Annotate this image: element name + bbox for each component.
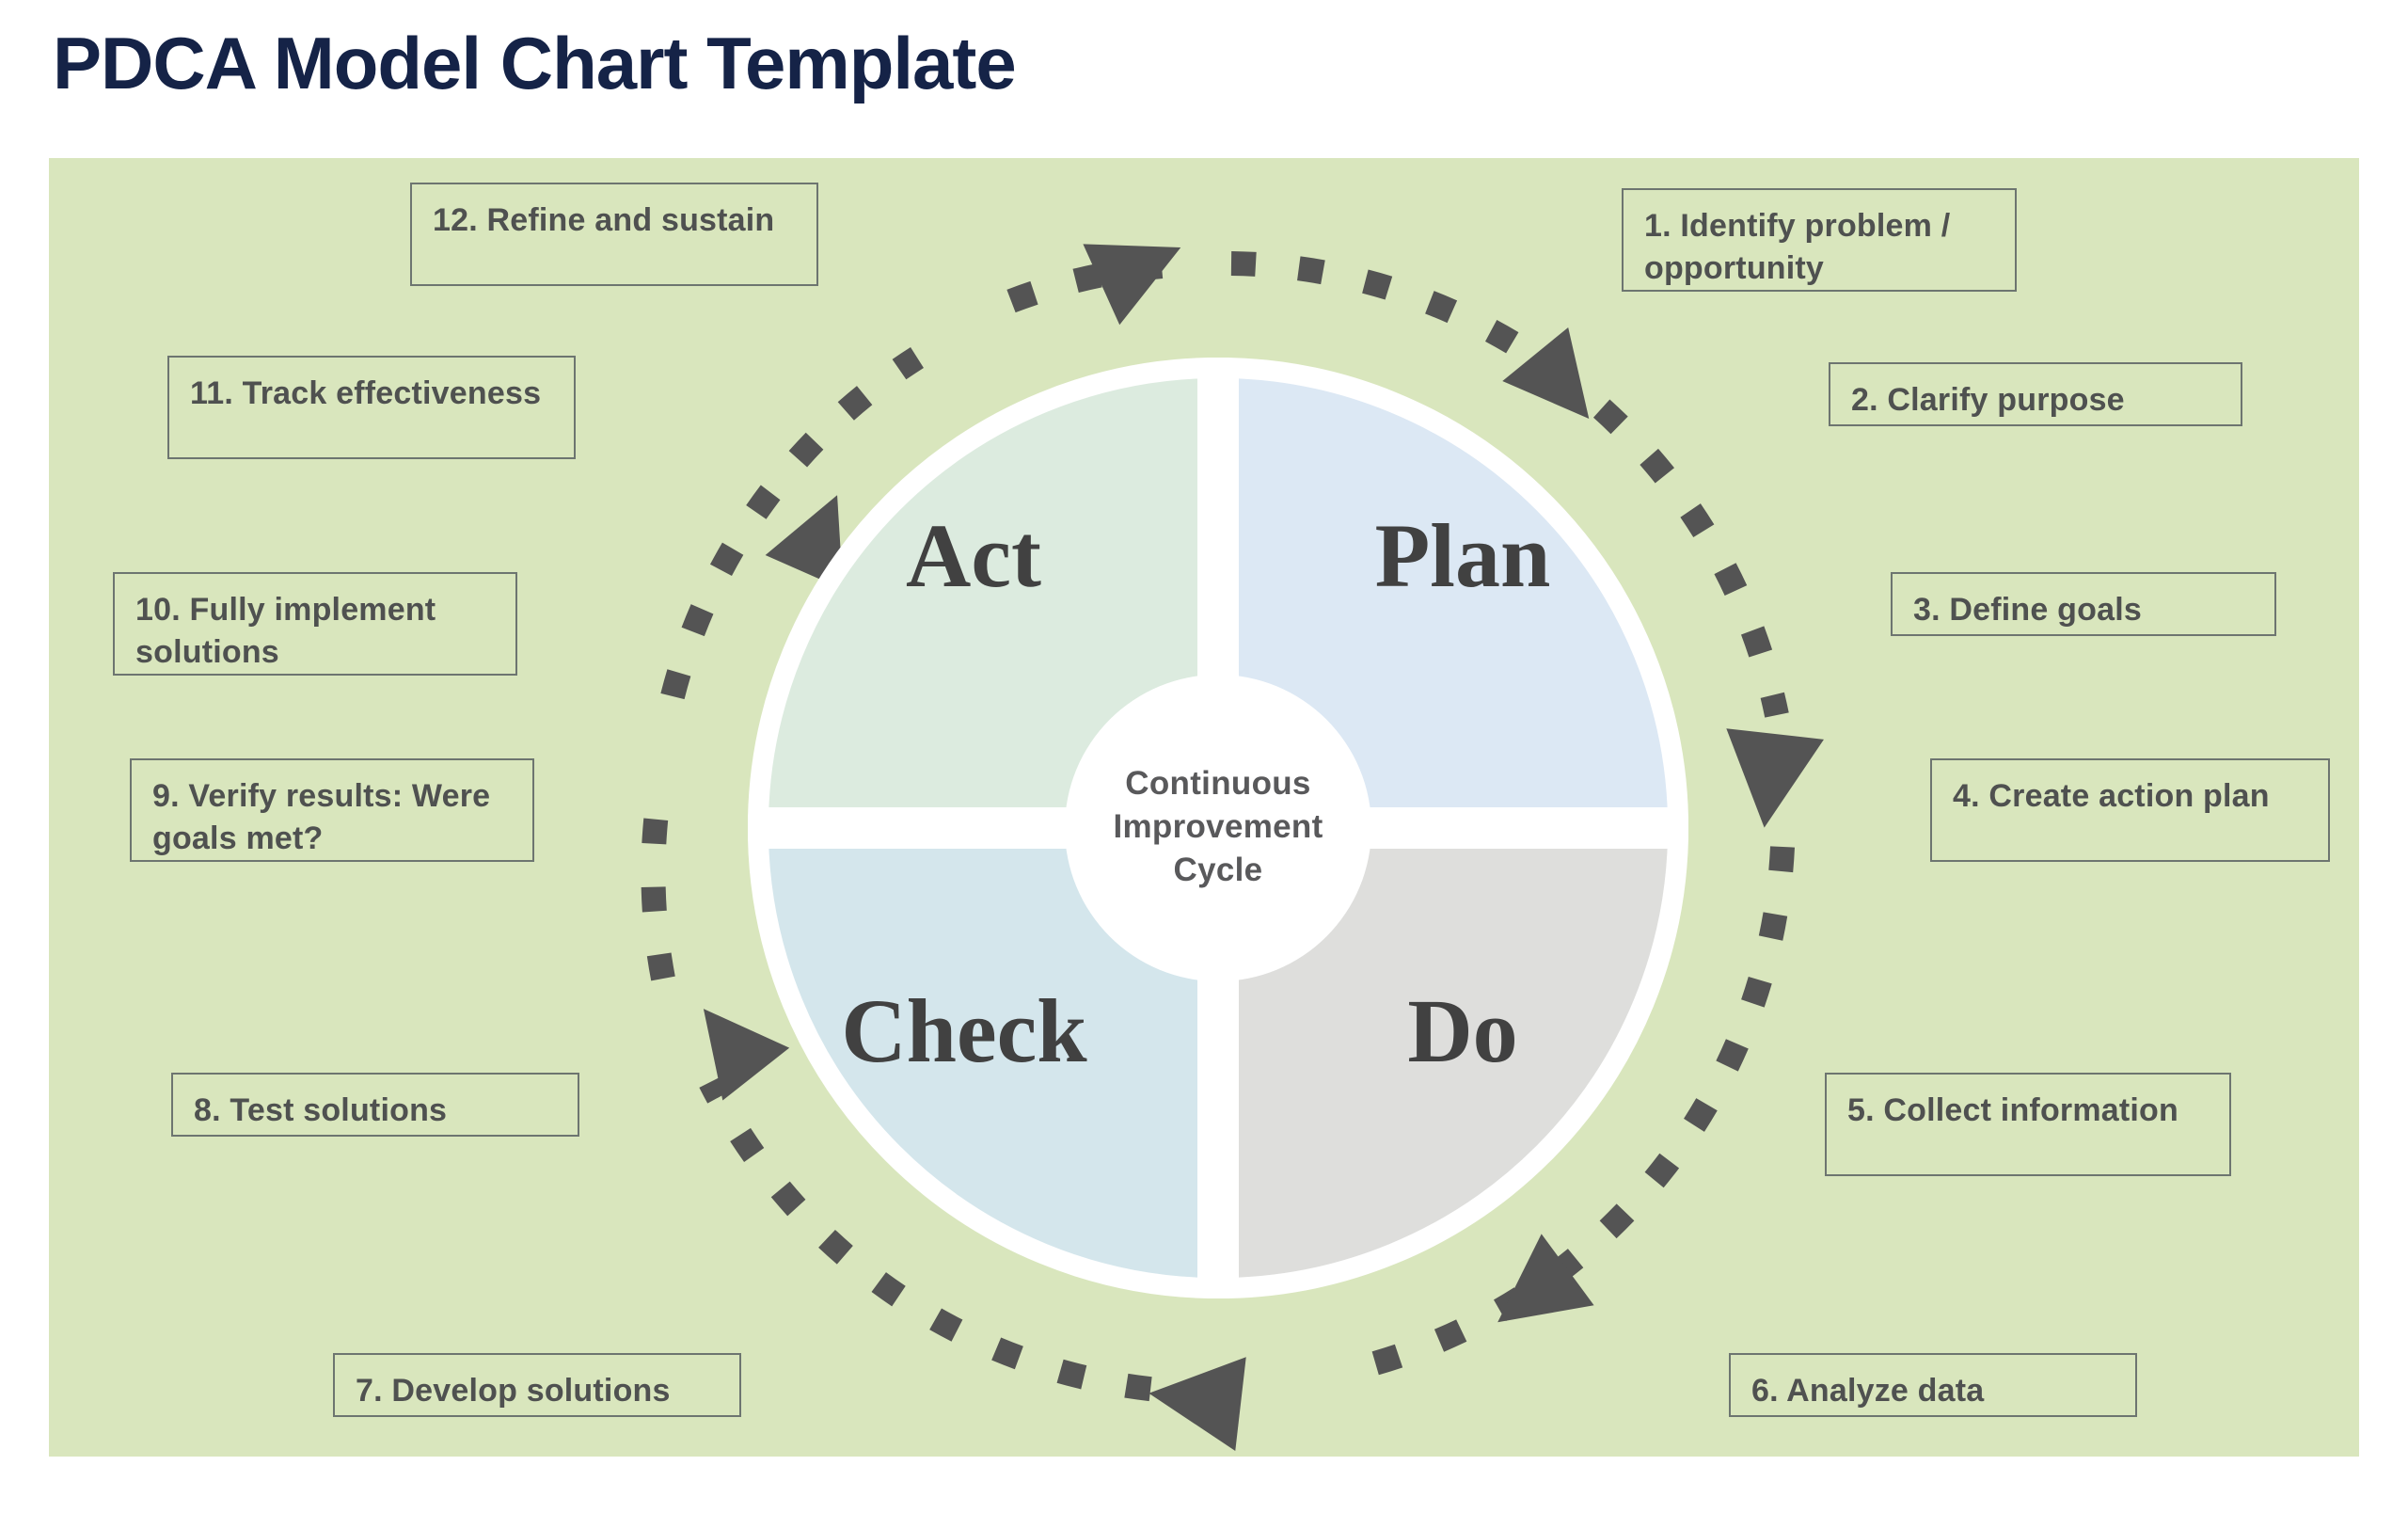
callout-step-9[interactable]: 9. Verify results: Were goals met? <box>130 758 534 862</box>
callout-step-11[interactable]: 11. Track effectiveness <box>167 356 576 459</box>
pdca-cycle-wheel: Act Plan Check Do Continuous Improvement… <box>748 358 1688 1298</box>
cycle-hub-label-line-2: Improvement <box>1113 808 1323 846</box>
cycle-hub <box>1065 675 1371 981</box>
quadrant-check <box>748 828 1218 1298</box>
cycle-arrowhead-1 <box>1502 327 1590 419</box>
page-title: PDCA Model Chart Template <box>53 22 1017 104</box>
callout-step-10[interactable]: 10. Fully implement solutions <box>113 572 517 676</box>
cycle-arrowhead-6 <box>765 495 844 590</box>
quadrant-label-plan: Plan <box>1374 505 1551 606</box>
callout-step-8[interactable]: 8. Test solutions <box>171 1073 579 1137</box>
cycle-arrow-ring <box>522 132 1914 1524</box>
cycle-arrowhead-7 <box>1083 244 1181 326</box>
cycle-hub-label: Continuous Improvement Cycle <box>1077 762 1359 893</box>
callout-step-5[interactable]: 5. Collect information <box>1825 1073 2231 1176</box>
callout-step-4[interactable]: 4. Create action plan <box>1930 758 2330 862</box>
cycle-arrowhead-4 <box>1149 1357 1246 1451</box>
cycle-hub-label-line-1: Continuous <box>1125 765 1311 802</box>
cycle-hub-label-line-3: Cycle <box>1173 852 1263 889</box>
cycle-arrowhead-2 <box>1726 728 1824 828</box>
callout-step-7[interactable]: 7. Develop solutions <box>333 1353 741 1417</box>
quadrant-label-do: Do <box>1407 980 1518 1081</box>
cycle-arrowhead-3 <box>1497 1234 1594 1323</box>
quadrant-act <box>748 358 1218 828</box>
callout-step-3[interactable]: 3. Define goals <box>1891 572 2276 636</box>
callout-step-6[interactable]: 6. Analyze data <box>1729 1353 2137 1417</box>
callout-step-2[interactable]: 2. Clarify purpose <box>1829 362 2242 426</box>
quadrant-plan <box>1218 358 1688 828</box>
quadrant-label-act: Act <box>906 505 1041 606</box>
cycle-arrowhead-5 <box>703 1009 790 1101</box>
callout-step-12[interactable]: 12. Refine and sustain <box>410 183 818 286</box>
quadrant-label-check: Check <box>841 980 1087 1081</box>
quadrant-do <box>1218 828 1688 1298</box>
callout-step-1[interactable]: 1. Identify problem / opportunity <box>1622 188 2017 292</box>
